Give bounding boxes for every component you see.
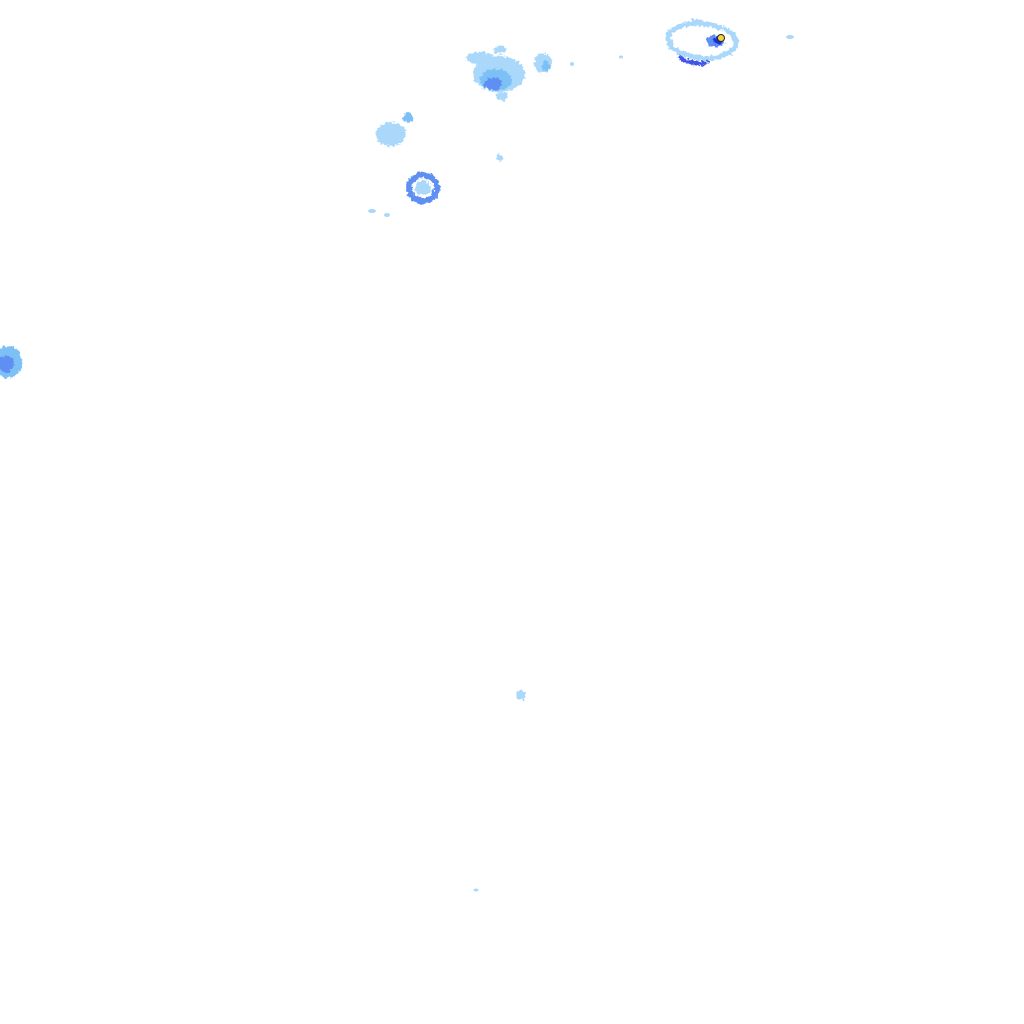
precip-cell-south-speck	[516, 690, 526, 700]
precip-cell-north-small	[534, 53, 552, 73]
precip-cell-central-west-b	[406, 172, 440, 204]
precip-cell-west-edge	[0, 346, 22, 378]
precip-peak-marker	[717, 34, 725, 42]
precip-speck-1	[570, 62, 574, 66]
precip-speck-4	[384, 213, 390, 217]
precip-speck-far-south	[473, 888, 479, 892]
precip-cell-central-west-a	[376, 113, 503, 162]
precip-speck-2	[619, 55, 623, 59]
precip-cell-north-central	[466, 46, 525, 100]
precip-speck-3	[368, 209, 376, 213]
precip-speck-ne	[786, 35, 794, 39]
